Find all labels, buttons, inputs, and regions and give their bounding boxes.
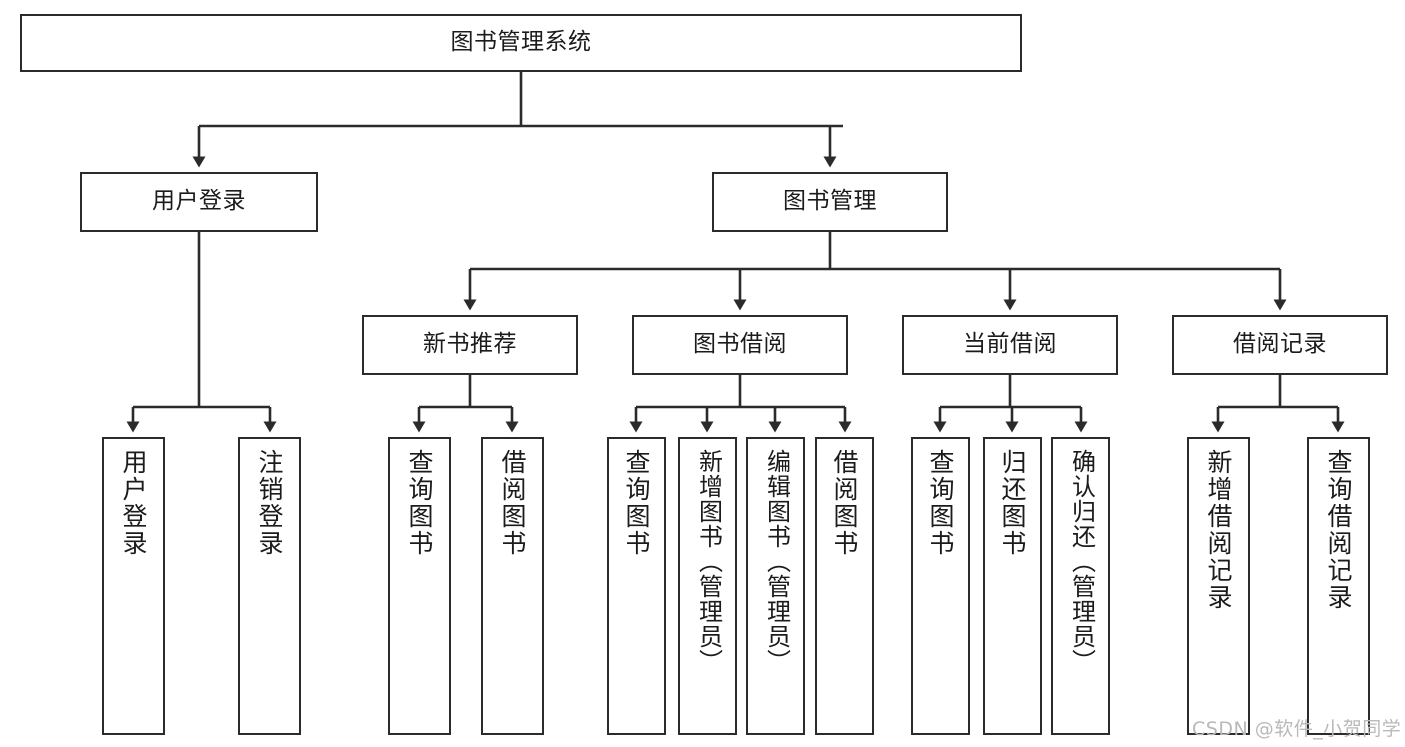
leaf-confirm-return-admin-label: 确认归还（管理员） bbox=[1067, 449, 1096, 674]
leaf-current-query-book-label: 查询图书 bbox=[926, 449, 955, 557]
leaf-user-login-label: 用户登录 bbox=[119, 449, 148, 557]
leaf-recommend-query-book[interactable]: 查询图书 bbox=[388, 437, 451, 735]
node-new-book-recommend-label: 新书推荐 bbox=[423, 331, 517, 358]
leaf-borrow-book[interactable]: 借阅图书 bbox=[815, 437, 874, 735]
leaf-recommend-query-book-label: 查询图书 bbox=[405, 449, 434, 557]
leaf-query-borrow-record-label: 查询借阅记录 bbox=[1324, 449, 1353, 611]
node-current-borrow[interactable]: 当前借阅 bbox=[902, 315, 1118, 375]
node-user-login[interactable]: 用户登录 bbox=[80, 172, 318, 232]
node-book-management-label: 图书管理 bbox=[783, 188, 877, 215]
leaf-borrow-query-book-label: 查询图书 bbox=[622, 449, 651, 557]
node-borrow-record[interactable]: 借阅记录 bbox=[1172, 315, 1388, 375]
leaf-edit-book-admin[interactable]: 编辑图书（管理员） bbox=[746, 437, 805, 735]
leaf-return-book[interactable]: 归还图书 bbox=[983, 437, 1042, 735]
leaf-add-borrow-record[interactable]: 新增借阅记录 bbox=[1187, 437, 1250, 735]
node-current-borrow-label: 当前借阅 bbox=[963, 331, 1057, 358]
leaf-recommend-borrow-book[interactable]: 借阅图书 bbox=[481, 437, 544, 735]
leaf-borrow-query-book[interactable]: 查询图书 bbox=[607, 437, 666, 735]
leaf-recommend-borrow-book-label: 借阅图书 bbox=[498, 449, 527, 557]
leaf-user-logout[interactable]: 注销登录 bbox=[238, 437, 301, 735]
leaf-query-borrow-record[interactable]: 查询借阅记录 bbox=[1307, 437, 1370, 735]
node-user-login-label: 用户登录 bbox=[152, 188, 246, 215]
leaf-return-book-label: 归还图书 bbox=[998, 449, 1027, 557]
leaf-user-login[interactable]: 用户登录 bbox=[102, 437, 165, 735]
node-borrow-record-label: 借阅记录 bbox=[1233, 331, 1327, 358]
leaf-add-book-admin[interactable]: 新增图书（管理员） bbox=[678, 437, 737, 735]
leaf-user-logout-label: 注销登录 bbox=[255, 449, 284, 557]
node-root[interactable]: 图书管理系统 bbox=[20, 14, 1022, 72]
node-new-book-recommend[interactable]: 新书推荐 bbox=[362, 315, 578, 375]
node-book-management[interactable]: 图书管理 bbox=[712, 172, 948, 232]
leaf-confirm-return-admin[interactable]: 确认归还（管理员） bbox=[1051, 437, 1110, 735]
node-book-borrow[interactable]: 图书借阅 bbox=[632, 315, 848, 375]
watermark-text: CSDN @软件_小贺同学 bbox=[1192, 718, 1402, 740]
node-book-borrow-label: 图书借阅 bbox=[693, 331, 787, 358]
leaf-current-query-book[interactable]: 查询图书 bbox=[911, 437, 970, 735]
leaf-add-borrow-record-label: 新增借阅记录 bbox=[1204, 449, 1233, 611]
node-root-label: 图书管理系统 bbox=[450, 29, 592, 56]
leaf-edit-book-admin-label: 编辑图书（管理员） bbox=[762, 449, 791, 674]
leaf-borrow-book-label: 借阅图书 bbox=[830, 449, 859, 557]
leaf-add-book-admin-label: 新增图书（管理员） bbox=[694, 449, 723, 674]
